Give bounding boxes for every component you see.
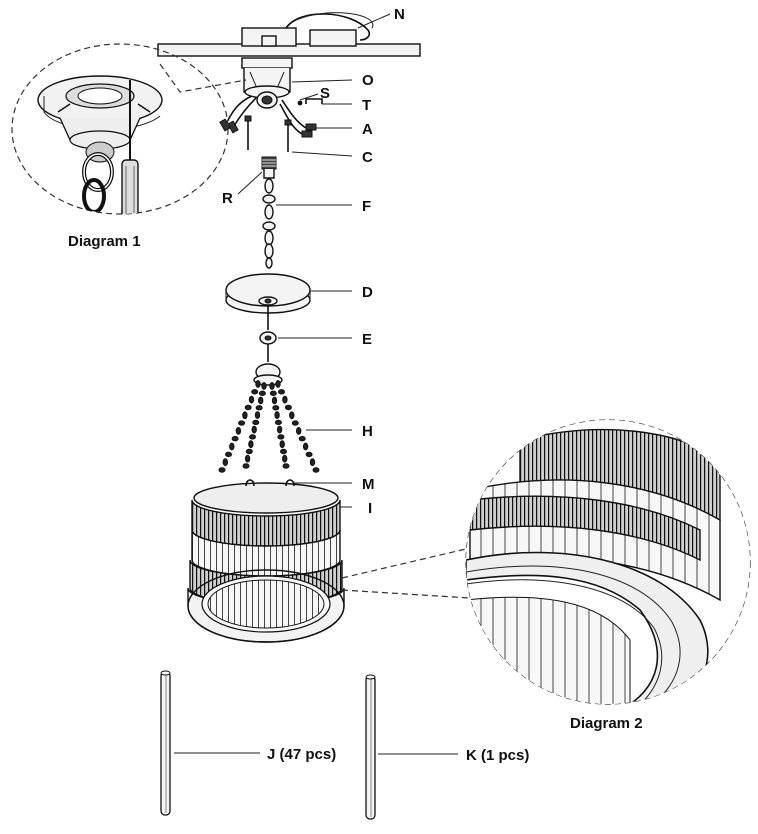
chain-link — [309, 458, 316, 467]
chain-link — [254, 411, 261, 420]
label-f: F — [362, 198, 371, 215]
chain-link — [272, 405, 280, 411]
chain-link — [296, 427, 302, 435]
chain-link — [255, 380, 261, 388]
rod-k — [365, 674, 376, 820]
chain-link — [298, 436, 306, 442]
chain-link — [242, 463, 250, 469]
chain-link — [244, 404, 252, 411]
label-e: E — [362, 331, 372, 348]
chain-link — [244, 454, 251, 463]
ceiling-joist — [157, 12, 421, 57]
chain-link — [252, 419, 260, 426]
chain-link — [255, 405, 263, 411]
chain-link — [248, 440, 254, 449]
chain-link — [276, 425, 283, 434]
rod-j — [160, 670, 171, 816]
chain-link — [225, 451, 232, 458]
ground-wire — [305, 98, 323, 104]
caption-diagram-2: Diagram 2 — [570, 715, 643, 732]
chain-link — [302, 442, 309, 451]
chain-link — [269, 390, 277, 396]
chain-link — [251, 389, 259, 395]
chain-link — [282, 395, 288, 404]
chain-link — [249, 434, 256, 440]
chain-link — [258, 390, 266, 396]
threaded-nipple — [261, 156, 277, 179]
chain-link — [261, 382, 267, 390]
label-k: K (1 pcs) — [466, 747, 529, 764]
chain-link — [277, 434, 285, 440]
chain-link — [218, 467, 226, 473]
chain-link — [238, 420, 246, 426]
grounding-screw — [297, 100, 303, 106]
diagram-1-detail — [11, 43, 247, 215]
chains-h — [218, 363, 320, 473]
label-n: N — [394, 6, 405, 23]
chain-link — [271, 396, 278, 405]
chain-link — [280, 448, 287, 455]
chain-link — [245, 448, 253, 455]
label-m: M — [362, 476, 375, 493]
chain-link — [275, 380, 281, 388]
label-a: A — [362, 121, 373, 138]
label-j: J (47 pcs) — [267, 746, 336, 763]
chain-link — [229, 442, 235, 451]
chain-link — [305, 451, 313, 458]
chain-link — [235, 427, 242, 435]
label-o: O — [362, 72, 374, 89]
label-c: C — [362, 149, 373, 166]
chain-link — [274, 411, 280, 420]
chain-link — [258, 396, 264, 405]
chain-link — [278, 389, 285, 395]
chain-link — [282, 463, 290, 469]
label-s: S — [320, 85, 330, 102]
fixture-body — [187, 479, 345, 643]
chain-link — [289, 411, 295, 420]
chain — [262, 178, 276, 269]
label-r: R — [222, 190, 233, 207]
diagram-2-detail — [341, 419, 751, 705]
chain-link — [251, 425, 257, 434]
caption-diagram-1: Diagram 1 — [68, 233, 141, 250]
chain-link — [274, 419, 282, 426]
chain-link — [291, 420, 299, 426]
label-d: D — [362, 284, 373, 301]
chain-link — [242, 411, 248, 420]
canopy-loop — [259, 305, 277, 362]
leader-lines — [174, 13, 458, 755]
mounting-screws — [244, 115, 292, 152]
chain-link — [282, 454, 288, 463]
chain-link — [312, 467, 320, 473]
chain-link — [231, 436, 239, 442]
chain-link — [248, 395, 255, 404]
chain-link — [279, 440, 285, 449]
label-i: I — [368, 500, 372, 517]
label-t: T — [362, 97, 371, 114]
mounting-bracket — [241, 57, 293, 109]
chain-link — [284, 404, 292, 411]
chain-link — [222, 458, 229, 467]
label-h: H — [362, 423, 373, 440]
chain-link — [269, 382, 275, 390]
